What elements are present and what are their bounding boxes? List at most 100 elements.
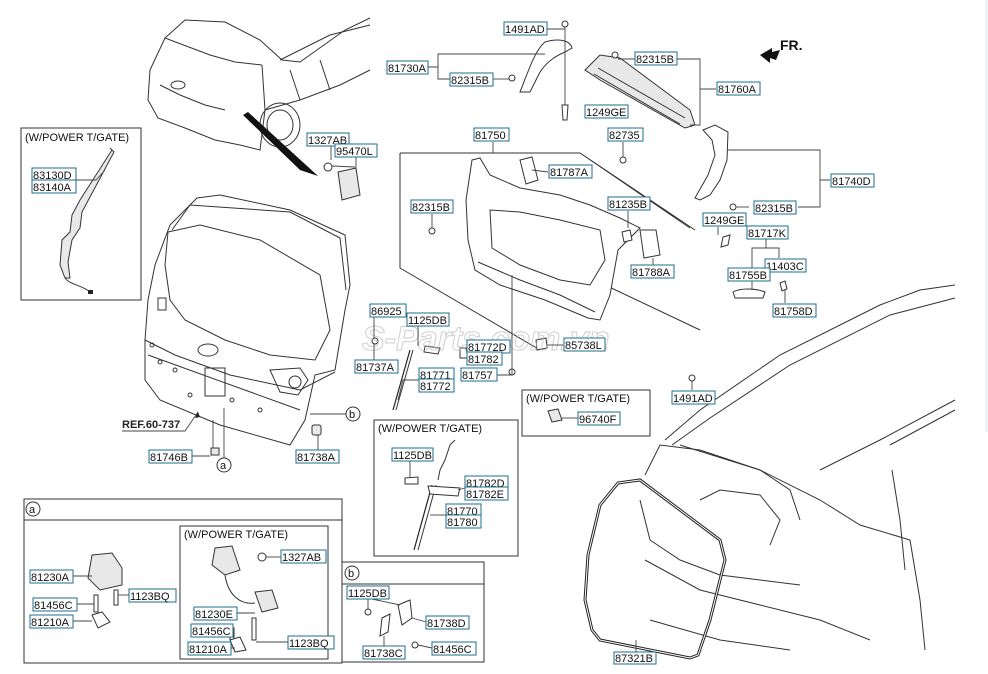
svg-text:81772: 81772 xyxy=(420,381,451,393)
part-label[interactable]: 81730A xyxy=(386,60,429,75)
part-label[interactable]: 83130D xyxy=(31,167,77,182)
svg-text:a: a xyxy=(29,504,36,516)
svg-text:81738C: 81738C xyxy=(364,648,403,660)
svg-text:81230E: 81230E xyxy=(195,609,233,621)
part-label[interactable]: 81758D xyxy=(772,303,817,318)
part-label[interactable]: 81760A xyxy=(716,81,761,96)
part-label[interactable]: 82315B xyxy=(449,72,494,87)
part-label[interactable]: 83140A xyxy=(31,179,77,194)
svg-text:81750: 81750 xyxy=(475,130,506,142)
part-label[interactable]: 95470L xyxy=(334,143,378,158)
svg-text:81746B: 81746B xyxy=(150,452,188,464)
part-label[interactable]: 81738D xyxy=(425,615,470,630)
inset-power-tgate-strut: (W/POWER T/GATE) xyxy=(373,419,519,557)
svg-text:(W/POWER T/GATE): (W/POWER T/GATE) xyxy=(378,423,482,435)
svg-text:1125DB: 1125DB xyxy=(393,450,432,462)
cap-81758d-glyph xyxy=(779,280,788,292)
svg-text:87321B: 87321B xyxy=(615,653,653,665)
svg-text:81738D: 81738D xyxy=(427,618,466,630)
part-label[interactable]: 81456C xyxy=(32,597,78,612)
part-label[interactable]: 87321B xyxy=(613,651,657,665)
reference-note: REF.60-737 xyxy=(122,411,200,432)
part-label[interactable]: 1491AD xyxy=(503,21,548,36)
part-label[interactable]: 81210A xyxy=(187,641,232,656)
svg-text:82315B: 82315B xyxy=(451,75,489,87)
part-label[interactable]: 81782E xyxy=(464,486,509,501)
callout-a-section xyxy=(25,501,41,517)
part-label[interactable]: 1491AD xyxy=(671,390,716,405)
part-label[interactable]: 85738L xyxy=(563,337,606,352)
part-label[interactable]: 1327AB xyxy=(306,132,350,147)
part-label[interactable]: 81738A xyxy=(295,449,340,464)
callout-b-section xyxy=(344,565,360,581)
svg-text:81235B: 81235B xyxy=(609,199,647,211)
pillar-trim-81730a-glyph xyxy=(508,20,573,121)
vehicle-body-rear-illustration xyxy=(639,284,956,651)
svg-text:81730A: 81730A xyxy=(388,63,427,75)
svg-text:1249GE: 1249GE xyxy=(704,215,744,227)
svg-text:81737A: 81737A xyxy=(356,362,395,374)
part-label[interactable]: 82315B xyxy=(753,200,797,215)
part-label[interactable]: 1249GE xyxy=(584,104,629,119)
part-label[interactable]: 81746B xyxy=(148,449,193,464)
svg-text:81456C: 81456C xyxy=(433,644,472,656)
svg-text:81740D: 81740D xyxy=(832,176,871,188)
part-label[interactable]: 1123BQ xyxy=(287,635,335,650)
part-label[interactable]: 81717K xyxy=(746,225,789,240)
svg-text:81787A: 81787A xyxy=(550,167,589,179)
svg-text:11403C: 11403C xyxy=(766,261,804,273)
screw-1249ge-glyph xyxy=(720,234,731,248)
part-label[interactable]: 86925 xyxy=(369,303,407,318)
vertical-scrollbar[interactable] xyxy=(985,0,988,432)
part-label[interactable]: 81738C xyxy=(362,645,406,660)
callout-b-tailgate[interactable]: b xyxy=(310,406,361,422)
part-label[interactable]: 1125DB xyxy=(406,312,450,327)
part-label[interactable]: 81780 xyxy=(445,514,482,529)
callout-a-tailgate[interactable]: a xyxy=(216,408,232,473)
front-arrow-icon xyxy=(760,48,780,63)
part-label[interactable]: 82735 xyxy=(607,127,644,142)
svg-text:81788A: 81788A xyxy=(632,267,671,279)
module-95470l-glyph xyxy=(323,162,361,201)
part-label[interactable]: 81210A xyxy=(29,614,74,629)
part-label[interactable]: 11403C xyxy=(764,258,807,273)
part-label[interactable]: 81230A xyxy=(29,569,74,584)
svg-text:83140A: 83140A xyxy=(33,182,72,194)
part-label[interactable]: 81787A xyxy=(548,164,593,179)
svg-text:1491AD: 1491AD xyxy=(673,393,713,405)
part-label[interactable]: 1125DB xyxy=(346,585,390,600)
part-label[interactable]: 96740F xyxy=(577,411,621,426)
svg-text:81782: 81782 xyxy=(468,354,499,366)
part-label[interactable]: 1327AB xyxy=(280,549,327,564)
part-label[interactable]: 82315B xyxy=(634,51,678,66)
part-label[interactable]: 81772D xyxy=(466,339,511,354)
part-label[interactable]: 82315B xyxy=(410,199,454,214)
part-label[interactable]: 81740D xyxy=(830,173,875,188)
part-label[interactable]: 81757 xyxy=(460,367,498,382)
part-label[interactable]: 81782 xyxy=(466,351,503,366)
part-label[interactable]: 81750 xyxy=(473,127,510,142)
front-label: FR. xyxy=(780,37,803,53)
svg-text:1125DB: 1125DB xyxy=(408,315,447,327)
part-label[interactable]: 1125DB xyxy=(391,447,434,462)
svg-text:81755B: 81755B xyxy=(729,270,767,282)
svg-text:81717K: 81717K xyxy=(748,228,787,240)
svg-text:(W/POWER T/GATE): (W/POWER T/GATE) xyxy=(184,529,288,541)
part-label[interactable]: 81737A xyxy=(354,359,399,374)
svg-text:82315B: 82315B xyxy=(755,203,793,215)
pillar-trim-81740d-glyph xyxy=(694,124,737,211)
part-label[interactable]: 81456C xyxy=(431,641,477,656)
inset-header: (W/POWER T/GATE) xyxy=(25,132,129,144)
part-label[interactable]: 81772 xyxy=(418,378,455,393)
part-label[interactable]: 81456C xyxy=(190,623,234,638)
part-label[interactable]: 81788A xyxy=(630,264,675,279)
part-label[interactable]: 81770 xyxy=(445,503,482,518)
part-label[interactable]: 1249GE xyxy=(702,212,747,227)
part-label[interactable]: 1123BQ xyxy=(128,588,177,603)
svg-text:(W/POWER T/GATE): (W/POWER T/GATE) xyxy=(526,393,630,405)
part-label[interactable]: 81230E xyxy=(193,606,238,621)
part-label[interactable]: 81235B xyxy=(607,196,651,211)
svg-text:b: b xyxy=(348,568,354,580)
part-label[interactable]: 81755B xyxy=(727,267,771,282)
